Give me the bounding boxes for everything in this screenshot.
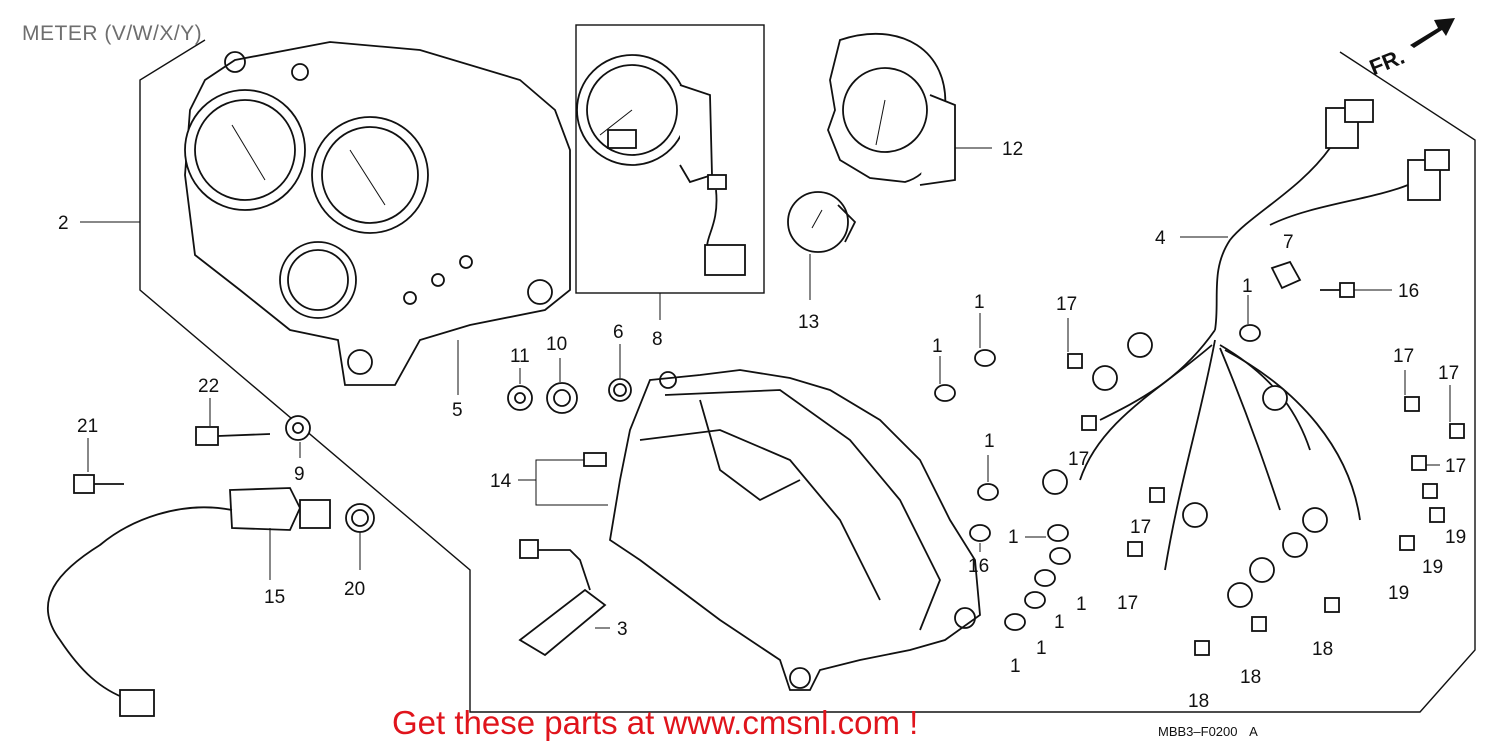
callout-20: 20 <box>344 579 365 600</box>
callout-1e: 1 <box>1008 527 1019 548</box>
callout-17c: 17 <box>1393 346 1414 367</box>
callout-15: 15 <box>264 587 285 608</box>
bolt-22-part <box>195 426 271 446</box>
screws-18-19-part <box>1194 483 1445 656</box>
assembly-outline <box>139 39 1476 713</box>
callout-3: 3 <box>617 619 628 640</box>
callout-17b: 17 <box>1068 449 1089 470</box>
bulb-socket-part <box>518 539 607 657</box>
callout-18c: 18 <box>1312 639 1333 660</box>
collar-part <box>507 385 533 411</box>
callout-1f: 1 <box>1076 594 1087 615</box>
screws-17-part <box>1067 353 1465 557</box>
callout-17f: 17 <box>1130 517 1151 538</box>
callout-11: 11 <box>510 346 530 367</box>
callout-8: 8 <box>652 329 663 350</box>
diagram-code: MBB3–F0200 A <box>1158 724 1258 739</box>
seal-ring-part <box>608 378 632 402</box>
callout-19c: 19 <box>1388 583 1409 604</box>
callout-2: 2 <box>58 213 69 234</box>
callout-1a: 1 <box>974 292 985 313</box>
wire-harness-part <box>1042 99 1450 608</box>
callout-19a: 19 <box>1445 527 1466 548</box>
callout-17a: 17 <box>1056 294 1077 315</box>
diagram-code-suffix: A <box>1249 724 1258 739</box>
clamp-part <box>1270 260 1302 290</box>
callout-4: 4 <box>1155 228 1166 249</box>
callout-18b: 18 <box>1240 667 1261 688</box>
callout-12: 12 <box>1002 139 1023 160</box>
page-title: METER (V/W/X/Y) <box>22 22 203 45</box>
callout-18a: 18 <box>1188 691 1209 712</box>
callout-14: 14 <box>490 471 512 492</box>
fuel-gauge-part <box>787 191 857 253</box>
callout-7: 7 <box>1283 232 1294 253</box>
screw-part <box>1320 282 1355 298</box>
gear-part <box>546 382 578 414</box>
callout-13: 13 <box>798 312 819 333</box>
meter-case-part <box>184 41 571 386</box>
callout-1i: 1 <box>1010 656 1021 677</box>
speedometer-part <box>576 54 746 276</box>
callout-17g: 17 <box>1117 593 1138 614</box>
callout-1b: 1 <box>932 336 943 357</box>
front-direction-label: FR. <box>1366 44 1408 80</box>
callout-5: 5 <box>452 400 463 421</box>
callout-9: 9 <box>294 464 305 485</box>
bolt-21-part <box>73 474 124 494</box>
callout-19b: 19 <box>1422 557 1443 578</box>
pin-14-part <box>583 452 607 467</box>
speed-sensor-part <box>47 487 331 717</box>
bulb-part <box>934 324 1261 402</box>
callout-6: 6 <box>613 322 624 343</box>
front-direction-arrow-icon: FR. <box>1366 18 1455 80</box>
callout-1c: 1 <box>1242 276 1253 297</box>
diagram-code-value: MBB3–F0200 <box>1158 724 1238 739</box>
callout-10: 10 <box>546 334 567 355</box>
callout-1h: 1 <box>1036 638 1047 659</box>
tachometer-part <box>827 32 956 186</box>
callout-17e: 17 <box>1445 456 1466 477</box>
speedometer-group-box <box>575 24 765 294</box>
promo-link-text[interactable]: Get these parts at www.cmsnl.com ! <box>392 704 919 741</box>
callout-22: 22 <box>198 376 219 397</box>
callout-17d: 17 <box>1438 363 1459 384</box>
callout-1d: 1 <box>984 431 995 452</box>
o-ring-20-part <box>345 503 375 533</box>
bulb-lower-part <box>969 483 1071 631</box>
callout-16b: 16 <box>968 556 989 577</box>
callout-21: 21 <box>77 416 98 437</box>
washer-9-part <box>285 415 311 441</box>
callout-16a: 16 <box>1398 281 1419 302</box>
meter-housing-part <box>609 369 981 691</box>
callout-1g: 1 <box>1054 612 1065 633</box>
